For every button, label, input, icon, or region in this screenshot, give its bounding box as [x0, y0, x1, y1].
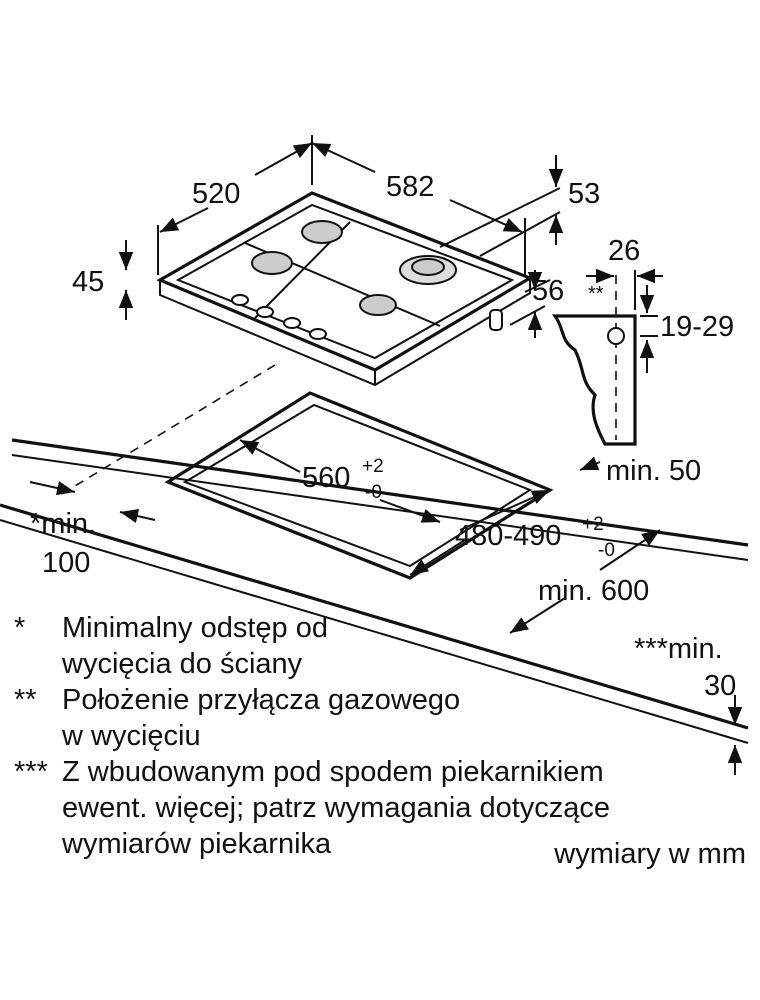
footnote-mark: ***	[14, 756, 48, 788]
footnote: ** Położenie przyłącza gazowego w wycięci…	[14, 682, 610, 754]
footnote-line: wycięcia do ściany	[62, 648, 303, 680]
dim-hob-height: 45	[72, 266, 104, 298]
dim-min-front-1: *min.	[30, 508, 96, 540]
hob	[156, 191, 534, 387]
gas-connector	[489, 309, 503, 331]
footnote-line: Z wbudowanym pod spodem piekarnikiem	[62, 756, 604, 788]
burner	[251, 220, 457, 316]
dim-depth: 520	[192, 178, 240, 210]
dim-cutout-width: 560	[302, 462, 350, 494]
cutout-width-tol-plus: +2	[362, 456, 384, 477]
dim-height-total: 53	[568, 178, 600, 210]
cutout-width-tol-minus: -0	[365, 482, 382, 503]
footnote: * Minimalny odstęp od wycięcia do ściany	[14, 610, 610, 682]
footnote-mark: **	[14, 684, 37, 716]
footnote: *** Z wbudowanym pod spodem piekarnikiem…	[14, 754, 610, 862]
dim-connector-depth: 19-29	[660, 311, 734, 343]
connector-detail	[551, 268, 663, 446]
dim-min-worktop: min. 600	[538, 575, 649, 607]
dim-min-below-2: 30	[704, 670, 736, 702]
footnote-line: ewent. więcej; patrz wymagania dotyczące	[62, 792, 611, 824]
cutout-depth-tol-plus: +2	[582, 514, 604, 535]
dim-min-below-1: ***min.	[634, 633, 723, 665]
footnote-mark: *	[14, 612, 26, 644]
control-knob	[231, 294, 327, 340]
footnote-line: w wycięciu	[62, 720, 201, 752]
dim-connector-height: 56	[532, 275, 564, 307]
projection-line	[59, 364, 276, 496]
dim-cutout-depth: 480-490	[455, 520, 561, 552]
footnote-line: wymiarów piekarnika	[62, 828, 332, 860]
footnote-line: Minimalny odstęp od	[62, 612, 328, 644]
worktop	[0, 438, 749, 744]
dim-connector-offset: 26	[608, 235, 640, 267]
cutout-depth-tol-minus: -0	[598, 540, 615, 561]
dim-width: 582	[386, 171, 434, 203]
connector-mark: **	[588, 283, 604, 305]
dim-min-back: min. 50	[606, 455, 701, 487]
dimension-lines	[29, 135, 743, 775]
units-label: wymiary w mm	[554, 838, 746, 870]
dim-min-front-2: 100	[42, 547, 90, 579]
footnote-line: Położenie przyłącza gazowego	[62, 684, 461, 716]
